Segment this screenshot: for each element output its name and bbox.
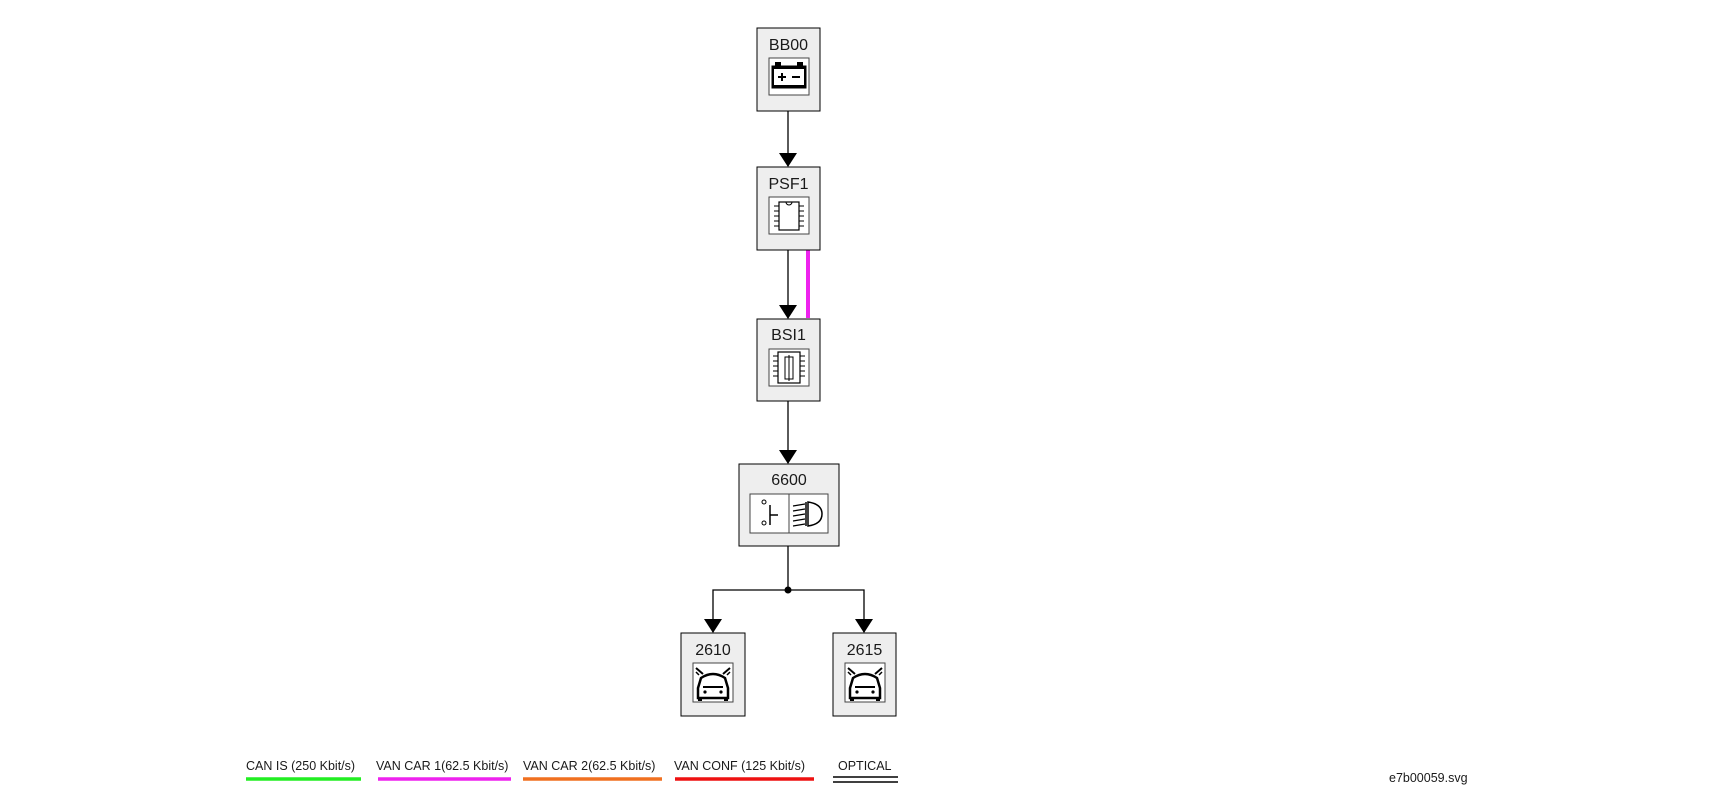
node-code-label: BSI1 xyxy=(771,327,806,344)
legend-item-van-conf: VAN CONF (125 Kbit/s) xyxy=(674,759,814,781)
legend-label: VAN CONF (125 Kbit/s) xyxy=(674,759,805,773)
legend-label: VAN CAR 2(62.5 Kbit/s) xyxy=(523,759,655,773)
chip-icon xyxy=(768,196,810,235)
node-code-label: BB00 xyxy=(769,37,808,54)
fuse-chip-icon xyxy=(768,348,810,387)
node-6600[interactable]: 6600 xyxy=(738,463,840,547)
legend-label: VAN CAR 1(62.5 Kbit/s) xyxy=(376,759,508,773)
switch-headlamp-icon xyxy=(749,493,829,534)
legend-item-can-is: CAN IS (250 Kbit/s) xyxy=(246,759,361,781)
legend-label: OPTICAL xyxy=(838,759,892,773)
legend-item-van-car-2: VAN CAR 2(62.5 Kbit/s) xyxy=(523,759,662,781)
legend-item-optical: OPTICAL xyxy=(833,759,898,783)
connections xyxy=(704,111,873,633)
node-code-label: 2615 xyxy=(847,642,883,659)
node-2615[interactable]: 2615 xyxy=(832,632,897,717)
node-bb00[interactable]: BB00 xyxy=(756,27,821,112)
node-code-label: 2610 xyxy=(695,642,731,659)
node-bsi1[interactable]: BSI1 xyxy=(756,318,821,402)
node-code-label: 6600 xyxy=(771,472,807,489)
wire-junction-2615 xyxy=(788,589,873,633)
car-headlight-left-icon xyxy=(692,662,734,703)
node-code-label: PSF1 xyxy=(768,176,808,193)
legend-item-van-car-1: VAN CAR 1(62.5 Kbit/s) xyxy=(376,759,511,781)
file-name-label: e7b00059.svg xyxy=(1389,771,1468,785)
battery-icon xyxy=(768,57,810,96)
car-headlight-right-icon xyxy=(844,662,886,703)
node-2610[interactable]: 2610 xyxy=(680,632,746,717)
node-psf1[interactable]: PSF1 xyxy=(756,166,821,251)
legend: CAN IS (250 Kbit/s) VAN CAR 1(62.5 Kbit/… xyxy=(246,759,898,783)
wire-junction-2610 xyxy=(704,589,788,633)
legend-label: CAN IS (250 Kbit/s) xyxy=(246,759,355,773)
